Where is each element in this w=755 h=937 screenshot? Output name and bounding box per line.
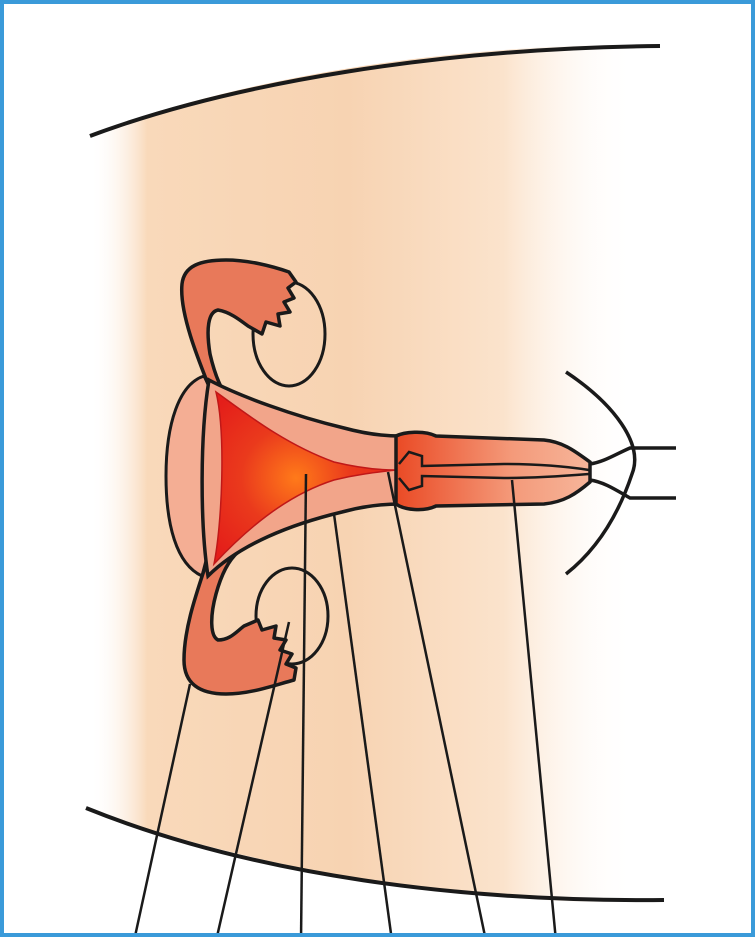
cervix: [396, 432, 590, 509]
reproductive-system-diagram: [4, 4, 755, 937]
